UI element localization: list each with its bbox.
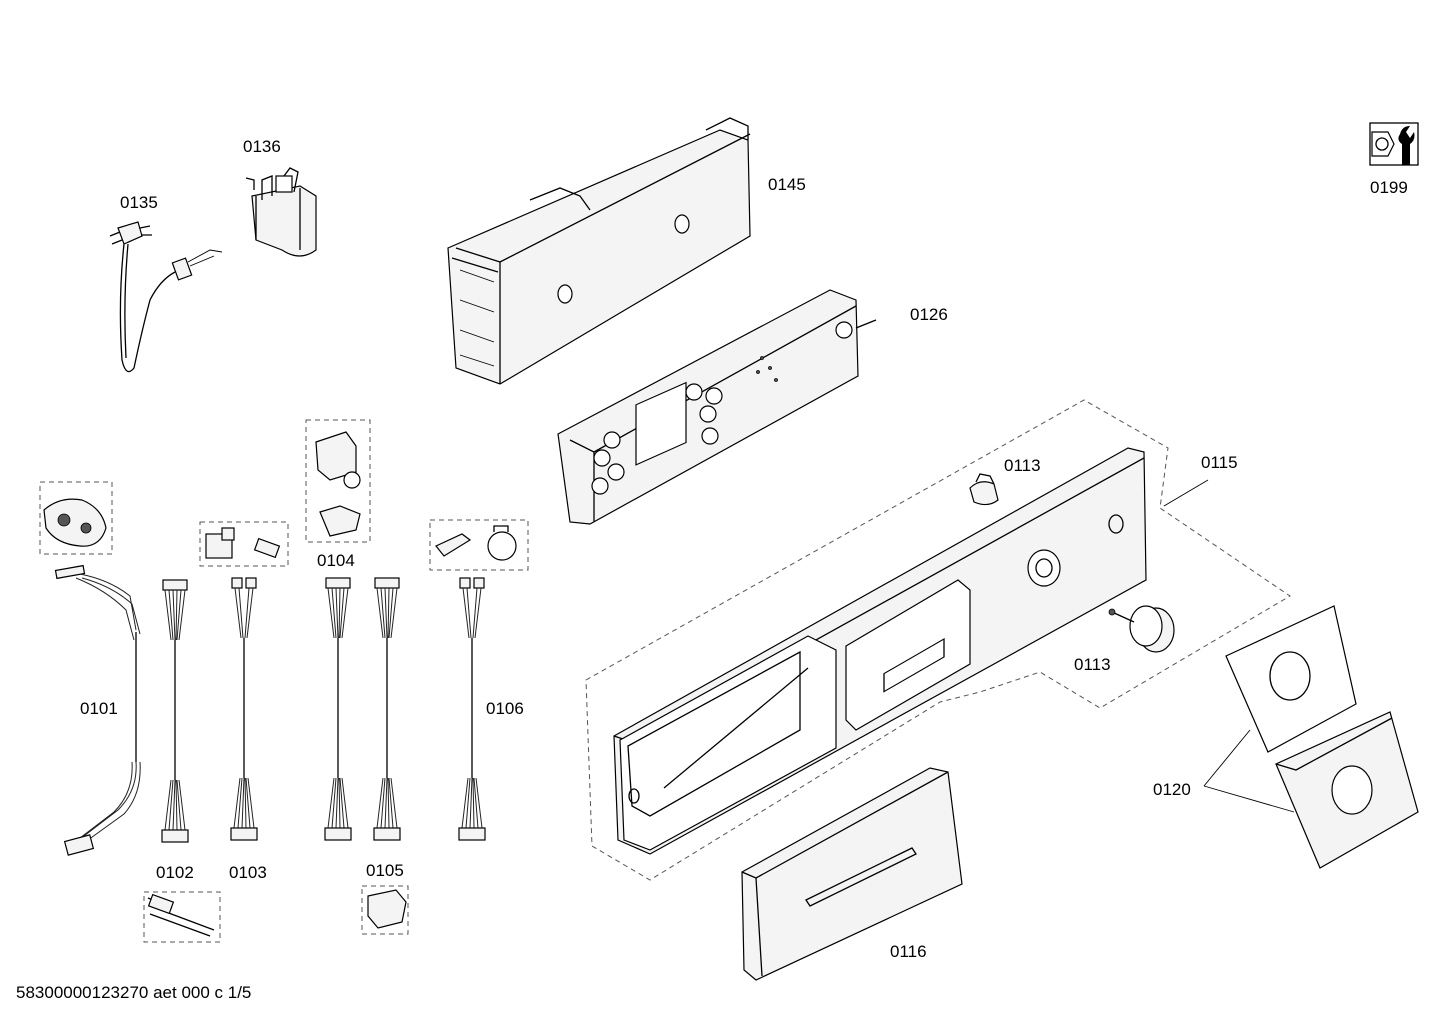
leader-0115 xyxy=(1163,479,1209,507)
heating-element[interactable] xyxy=(143,891,221,943)
part-0106-wiring-harness[interactable] xyxy=(429,519,529,841)
label-0106: 0106 xyxy=(486,699,524,718)
label-0136: 0136 xyxy=(243,137,281,156)
label-0104: 0104 xyxy=(317,551,355,570)
part-0135-power-cord[interactable] xyxy=(109,221,223,373)
label-0135: 0135 xyxy=(120,193,158,212)
label-0101: 0101 xyxy=(80,699,118,718)
label-0199: 0199 xyxy=(1370,178,1408,197)
label-0115: 0115 xyxy=(1201,453,1238,472)
part-0105-wiring-harness[interactable] xyxy=(361,577,409,935)
part-0113-knob-small[interactable] xyxy=(969,473,999,506)
part-0126-control-board[interactable] xyxy=(557,289,877,525)
label-0113-upper: 0113 xyxy=(1004,456,1041,475)
label-0116: 0116 xyxy=(890,942,927,961)
label-0145: 0145 xyxy=(768,175,806,194)
label-0113-lower: 0113 xyxy=(1074,655,1111,674)
label-0103: 0103 xyxy=(229,863,267,882)
label-0120: 0120 xyxy=(1153,780,1191,799)
board-knob-connectors xyxy=(591,321,853,495)
wrench-nut-icon xyxy=(1369,122,1419,166)
part-0113-knob-large[interactable] xyxy=(1108,605,1175,653)
document-footer-code: 58300000123270 aet 000 c 1/5 xyxy=(16,983,251,1002)
part-0116-drawer-handle[interactable] xyxy=(741,767,963,981)
part-0145-module-housing[interactable] xyxy=(447,117,751,385)
part-0103-wiring-harness[interactable] xyxy=(199,521,289,841)
part-0136-interference-suppressor[interactable] xyxy=(245,167,317,257)
part-0115-fascia-panel[interactable] xyxy=(585,399,1291,881)
part-0102-wiring-harness[interactable] xyxy=(161,579,189,843)
part-0104-valve-harness[interactable] xyxy=(305,419,371,841)
label-0126: 0126 xyxy=(910,305,948,324)
part-0101-motor-harness[interactable] xyxy=(39,481,141,856)
label-0102: 0102 xyxy=(156,863,194,882)
part-0120-cover-panels[interactable] xyxy=(1203,605,1419,869)
label-0105: 0105 xyxy=(366,861,404,880)
